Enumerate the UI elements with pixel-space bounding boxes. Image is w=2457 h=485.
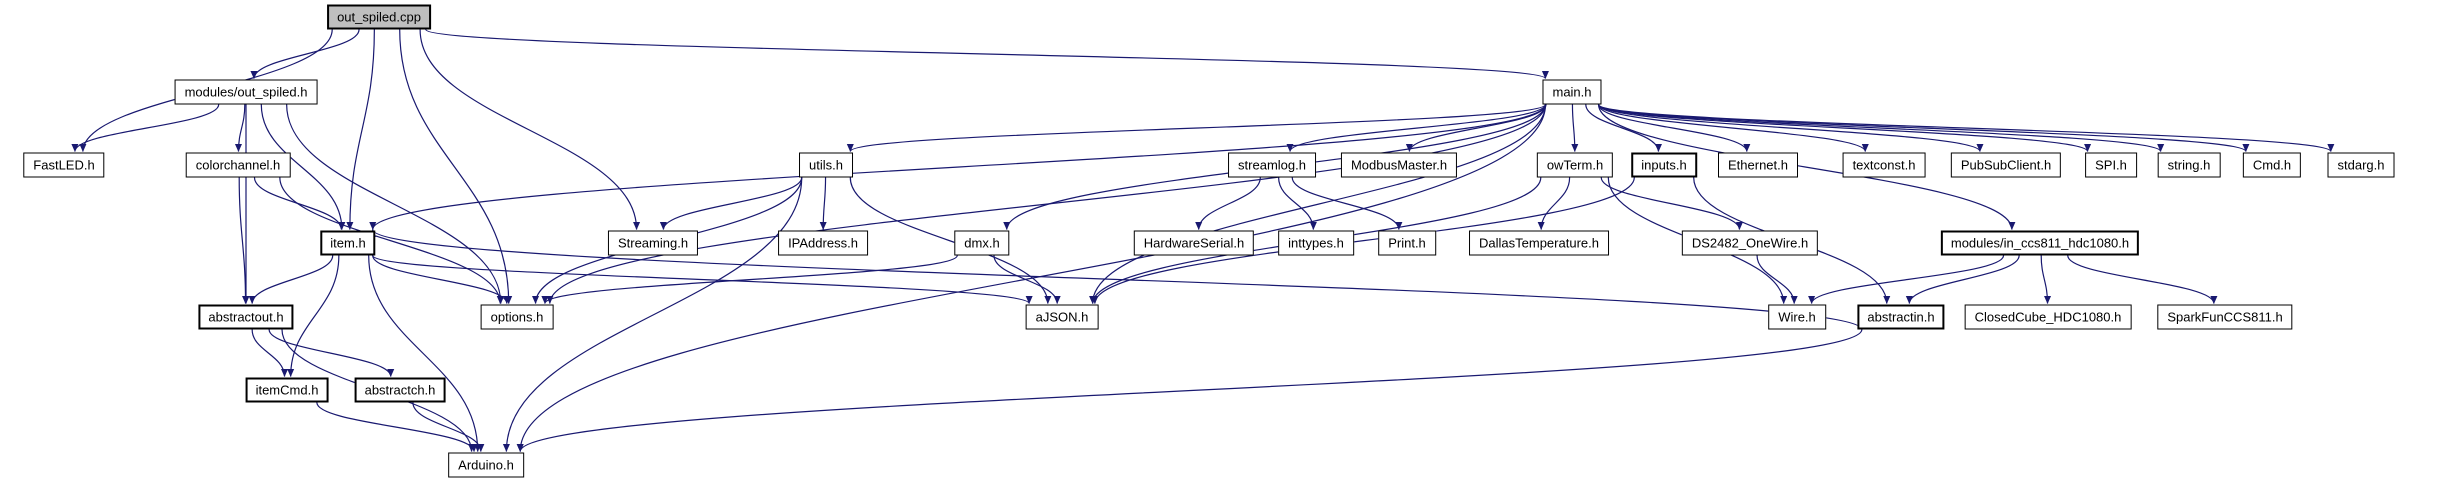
node-streaming_h[interactable]: Streaming.h [607,230,699,256]
node-options_h[interactable]: options.h [480,304,554,330]
include-edge-main_h-to-utils_h [847,103,1547,153]
include-edge-modules_out_spiled_h-to-options_h [286,104,505,304]
node-arduino_h[interactable]: Arduino.h [448,452,524,478]
include-edge-item_h-to-arduino_h [368,255,482,452]
node-pubsubclient_h[interactable]: PubSubClient.h [1950,152,2062,178]
include-edge-abstractin_h-to-arduino_h [516,329,1863,452]
node-colorchannel_h[interactable]: colorchannel.h [185,152,291,178]
node-sparkfunccs811_h[interactable]: SparkFunCCS811.h [2157,304,2293,330]
node-print_h[interactable]: Print.h [1378,230,1436,256]
node-abstractin_h[interactable]: abstractin.h [1857,304,1945,330]
include-edge-main_h-to-modbusmaster_h [1405,104,1547,152]
include-edge-out_spiled_cpp-to-main_h [425,28,1549,80]
node-closedcube_hdc1080_h[interactable]: ClosedCube_HDC1080.h [1964,304,2132,330]
node-utils_h[interactable]: utils.h [799,152,853,178]
node-modules_out_spiled_h[interactable]: modules/out_spiled.h [174,79,318,105]
node-stdarg_h[interactable]: stdarg.h [2327,152,2395,178]
include-edge-streamlog_h-to-inttypes_h [1278,177,1317,230]
node-inttypes_h[interactable]: inttypes.h [1278,230,1354,256]
include-edge-out_spiled_cpp-to-item_h [346,29,375,230]
include-edge-modules_out_spiled_h-to-colorchannel_h [234,104,246,152]
include-edge-main_h-to-arduino_h [516,104,1547,452]
node-item_h[interactable]: item.h [320,230,376,256]
include-edge-main_h-to-textconst_h [1597,104,1869,152]
node-abstractch_h[interactable]: abstractch.h [354,377,446,403]
node-textconst_h[interactable]: textconst.h [1842,152,1926,178]
include-edge-utils_h-to-ipaddress_h [819,177,827,230]
include-edge-abstractin_h-to-item_h [369,229,1863,330]
include-edge-modules_in_ccs811_hdc1080_h-to-abstractin_h [1905,255,2020,304]
include-edge-item_h-to-itemcmd_h [287,255,340,377]
node-modules_in_ccs811_hdc1080_h[interactable]: modules/in_ccs811_hdc1080.h [1940,230,2140,256]
include-edge-utils_h-to-streaming_h [659,177,803,230]
node-out_spiled_cpp[interactable]: out_spiled.cpp [327,4,431,30]
node-owterm_h[interactable]: owTerm.h [1536,152,1614,178]
include-edge-main_h-to-modules_in_ccs811_hdc1080_h [1597,104,2016,230]
node-wire_h[interactable]: Wire.h [1768,304,1826,330]
include-edge-abstractout_h-to-abstractch_h [268,329,395,377]
include-edge-main_h-to-ethernet_h [1597,104,1751,152]
include-edge-colorchannel_h-to-options_h [279,177,504,304]
include-edge-modules_in_ccs811_hdc1080_h-to-closedcube_hdc1080_h [2040,255,2052,304]
include-edge-item_h-to-abstractout_h [248,255,334,304]
include-edge-dmx_h-to-options_h [541,254,958,305]
node-streamlog_h[interactable]: streamlog.h [1228,152,1316,178]
node-dallastemperature_h[interactable]: DallasTemperature.h [1469,230,1609,256]
include-edge-utils_h-to-ajson_h [849,177,1052,304]
node-itemcmd_h[interactable]: itemCmd.h [245,377,329,403]
include-edge-owterm_h-to-dallastemperature_h [1537,177,1571,230]
node-hardwareserial_h[interactable]: HardwareSerial.h [1133,230,1255,256]
include-edge-main_h-to-options_h [546,104,1547,304]
include-edge-abstractch_h-to-arduino_h [412,402,485,452]
include-edge-modules_out_spiled_h-to-item_h [260,104,346,230]
include-edge-abstractout_h-to-itemcmd_h [251,329,289,377]
node-main_h[interactable]: main.h [1542,79,1602,105]
include-edge-modules_out_spiled_h-to-fastled_h [71,104,220,152]
include-edge-item_h-to-options_h [372,255,511,304]
node-string_h[interactable]: string.h [2157,152,2221,178]
include-edge-main_h-to-inputs_h [1585,104,1662,152]
include-edge-itemcmd_h-to-arduino_h [316,402,478,452]
node-abstractout_h[interactable]: abstractout.h [198,304,294,330]
include-edge-streamlog_h-to-hardwareserial_h [1195,177,1261,230]
include-edge-out_spiled_cpp-to-options_h [399,29,513,304]
include-edge-out_spiled_cpp-to-streaming_h [419,29,641,230]
include-edge-main_h-to-owterm_h [1571,104,1579,152]
node-ipaddress_h[interactable]: IPAddress.h [778,230,868,256]
include-edge-main_h-to-stdarg_h [1597,103,2335,153]
include-edge-main_h-to-pubsubclient_h [1597,103,1984,153]
node-ethernet_h[interactable]: Ethernet.h [1718,152,1798,178]
node-ds2482_onewire_h[interactable]: DS2482_OneWire.h [1681,230,1819,256]
include-edge-main_h-to-item_h [369,104,1547,230]
include-edge-modules_in_ccs811_hdc1080_h-to-sparkfunccs811_h [2067,255,2218,304]
include-edge-out_spiled_cpp-to-modules_out_spiled_h [250,29,360,79]
include-edge-utils_h-to-arduino_h [502,177,803,452]
include-edge-modules_in_ccs811_hdc1080_h-to-wire_h [1808,255,2005,304]
node-spi_h[interactable]: SPI.h [2085,152,2137,178]
node-cmd_h[interactable]: Cmd.h [2242,152,2302,178]
include-edge-streamlog_h-to-print_h [1291,177,1403,230]
node-dmx_h[interactable]: dmx.h [954,230,1010,256]
node-ajson_h[interactable]: aJSON.h [1025,304,1099,330]
include-edge-item_h-to-ajson_h [372,254,1033,305]
node-fastled_h[interactable]: FastLED.h [23,152,105,178]
include-edge-main_h-to-ajson_h [1089,104,1547,304]
include-edge-main_h-to-cmd_h [1597,103,2250,153]
include-edge-owterm_h-to-ds2482_onewire_h [1600,177,1743,230]
include-edge-ds2482_onewire_h-to-wire_h [1756,255,1798,304]
include-edge-main_h-to-streamlog_h [1286,104,1547,152]
include-edge-colorchannel_h-to-abstractout_h [238,177,250,304]
include-edge-inputs_h-to-ajson_h [1091,177,1635,304]
node-inputs_h[interactable]: inputs.h [1631,152,1697,178]
node-modbusmaster_h[interactable]: ModbusMaster.h [1340,152,1458,178]
